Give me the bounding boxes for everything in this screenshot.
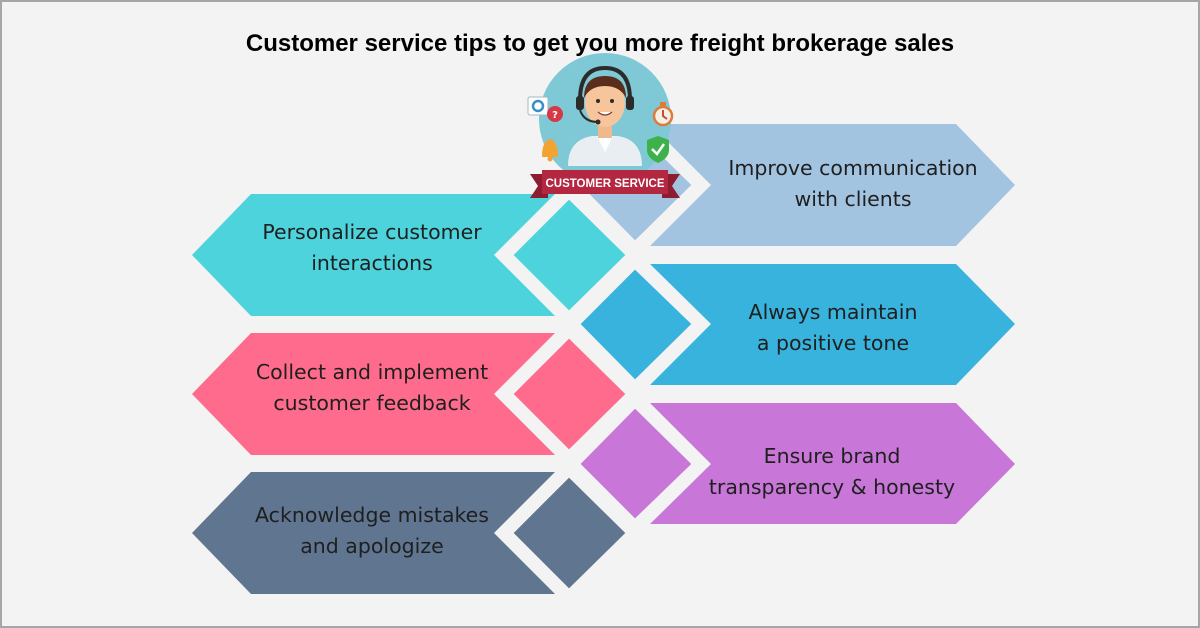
tip-line: a positive tone bbox=[756, 331, 910, 355]
tip-line: customer feedback bbox=[273, 391, 471, 415]
bell-icon bbox=[542, 139, 558, 162]
arrow-chevron bbox=[569, 397, 703, 530]
tip-line: interactions bbox=[311, 251, 433, 275]
arrow-chevron bbox=[569, 258, 703, 391]
arrow-body bbox=[650, 124, 1015, 246]
tip-line: Always maintain bbox=[748, 300, 918, 324]
tip-arrow-collect-feedback bbox=[192, 327, 637, 461]
stopwatch-icon bbox=[652, 102, 674, 127]
tip-label-improve-communication: Improve communication with clients bbox=[708, 138, 998, 230]
tip-line: Ensure brand bbox=[763, 444, 901, 468]
arrow-chevron bbox=[502, 327, 637, 461]
arrow-chevron bbox=[502, 188, 637, 322]
question-bubble-icon: ? bbox=[547, 106, 563, 122]
tip-line: Improve communication bbox=[728, 156, 978, 180]
shield-check-icon bbox=[647, 136, 669, 163]
banner-text: CUSTOMER SERVICE bbox=[545, 178, 664, 190]
tip-line: Acknowledge mistakes bbox=[255, 503, 489, 527]
tip-label-positive-tone: Always maintain a positive tone bbox=[708, 282, 958, 374]
tip-arrow-positive-tone bbox=[569, 258, 1015, 391]
arrow-body bbox=[650, 403, 1015, 524]
tip-label-acknowledge-mistakes: Acknowledge mistakes and apologize bbox=[232, 485, 512, 577]
tip-arrow-acknowledge-mistakes bbox=[192, 466, 637, 600]
tip-label-brand-transparency: Ensure brand transparency & honesty bbox=[692, 426, 972, 518]
page-title: Customer service tips to get you more fr… bbox=[245, 30, 955, 57]
svg-text:?: ? bbox=[552, 110, 558, 121]
tip-line: with clients bbox=[794, 187, 912, 211]
support-agent-icon bbox=[568, 65, 642, 166]
settings-icon bbox=[527, 96, 549, 116]
tip-line: transparency & honesty bbox=[708, 475, 956, 499]
arrow-body bbox=[192, 472, 555, 594]
tip-line: and apologize bbox=[300, 534, 444, 558]
banner-ribbon bbox=[542, 170, 668, 194]
tip-arrow-personalize-interactions bbox=[192, 188, 637, 322]
tip-label-personalize-interactions: Personalize customer interactions bbox=[232, 202, 512, 294]
arrow-body bbox=[650, 264, 1015, 385]
arrow-body bbox=[192, 194, 555, 316]
customer-service-badge: ? bbox=[527, 53, 680, 198]
tip-line: Personalize customer bbox=[262, 220, 482, 244]
arrow-body bbox=[192, 333, 555, 455]
tip-line: Collect and implement bbox=[255, 360, 489, 384]
tip-arrow-brand-transparency bbox=[569, 397, 1015, 530]
arrow-chevron bbox=[502, 466, 637, 600]
tip-label-collect-feedback: Collect and implement customer feedback bbox=[232, 342, 512, 434]
